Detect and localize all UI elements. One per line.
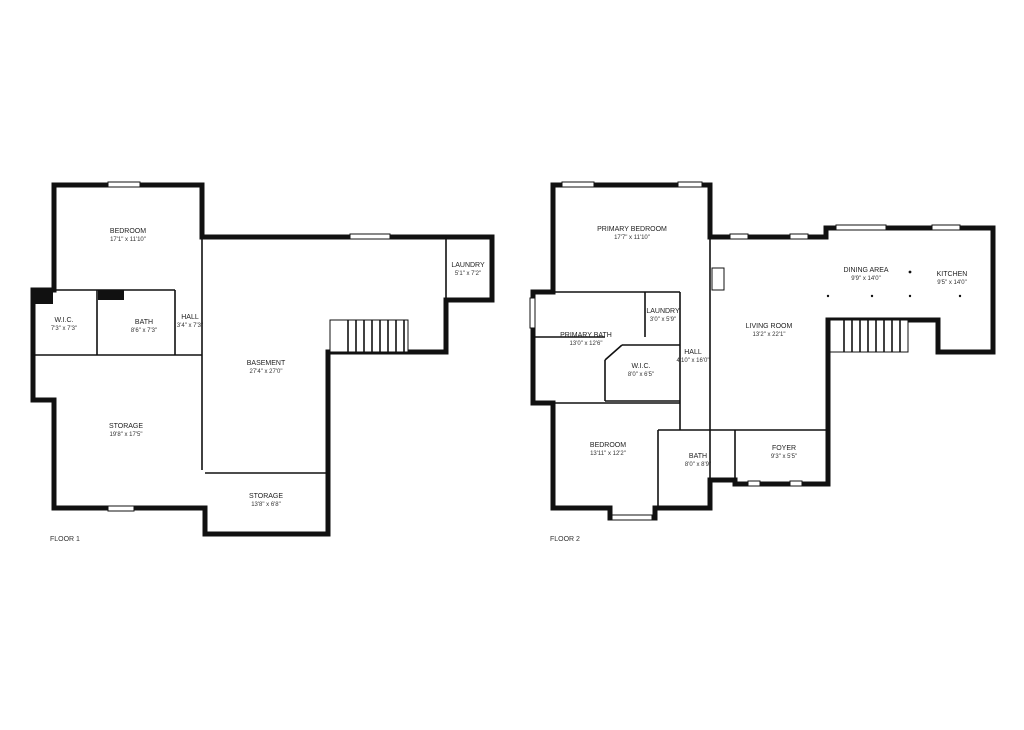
- room-name: HALL: [181, 314, 199, 321]
- window: [677, 181, 703, 188]
- room-dims: 13'0" x 12'6": [570, 341, 603, 347]
- room-name: BATH: [689, 453, 707, 460]
- room-dims: 7'3" x 7'3": [51, 326, 77, 332]
- window: [789, 233, 809, 240]
- room-dims: 13'8" x 6'8": [251, 502, 281, 508]
- window: [349, 233, 391, 240]
- window: [835, 224, 887, 231]
- room-name: BEDROOM: [110, 228, 146, 235]
- room-name: BASEMENT: [247, 360, 286, 367]
- room-name: W.I.C.: [54, 317, 73, 324]
- room-name: STORAGE: [249, 493, 283, 500]
- room-dims: 17'1" x 11'10": [110, 237, 146, 243]
- window: [107, 181, 141, 188]
- room-dims: 4'10" x 16'0": [677, 358, 710, 364]
- room-dims: 9'3" x 5'5": [771, 454, 797, 460]
- room-name: LIVING ROOM: [746, 323, 793, 330]
- room-dims: 5'1" x 7'2": [455, 271, 481, 277]
- room-dims: 3'0" x 5'9": [650, 317, 676, 323]
- room-dims: 13'2" x 22'1": [753, 332, 786, 338]
- floor-2: PRIMARY BEDROOM 17'7" x 11'10" PRIMARY B…: [529, 181, 996, 543]
- room-dims: 19'8" x 17'5": [110, 432, 143, 438]
- window: [561, 181, 595, 188]
- room-name: KITCHEN: [937, 271, 968, 278]
- floor-label: FLOOR 1: [50, 536, 80, 543]
- window: [747, 480, 761, 487]
- room-name: PRIMARY BATH: [560, 332, 612, 339]
- room-name: PRIMARY BEDROOM: [597, 226, 667, 233]
- floor-2-outer-wall: [530, 182, 996, 521]
- floor-2-stairs: [829, 319, 909, 353]
- room-name: DINING AREA: [843, 267, 888, 274]
- floor-1-stairs: [329, 319, 409, 353]
- window: [107, 505, 135, 512]
- room-dims: 9'9" x 14'0": [851, 276, 881, 282]
- window: [931, 224, 961, 231]
- floor-1-outer-wall: [30, 182, 495, 537]
- window: [611, 514, 653, 521]
- room-dims: 3'4" x 7'3": [177, 323, 203, 329]
- room-dims: 8'6" x 7'3": [131, 328, 157, 334]
- room-name: BEDROOM: [590, 442, 626, 449]
- room-name: STORAGE: [109, 423, 143, 430]
- floor-1: BEDROOM 17'1" x 11'10" W.I.C. 7'3" x 7'3…: [30, 181, 495, 543]
- floor-label: FLOOR 2: [550, 536, 580, 543]
- window: [729, 233, 749, 240]
- room-dims: 8'0" x 6'5": [628, 372, 654, 378]
- room-dims: 9'5" x 14'0": [937, 280, 967, 286]
- room-dims: 17'7" x 11'10": [614, 235, 650, 241]
- room-name: LAUNDRY: [451, 262, 485, 269]
- room-name: W.I.C.: [631, 363, 650, 370]
- room-name: HALL: [684, 349, 702, 356]
- room-name: FOYER: [772, 445, 796, 452]
- room-dims: 13'11" x 12'2": [590, 451, 626, 457]
- fireplace: [711, 267, 725, 291]
- room-dims: 8'0" x 8'9": [685, 462, 711, 468]
- window: [789, 480, 803, 487]
- room-dims: 27'4" x 27'0": [250, 369, 283, 375]
- room-name: LAUNDRY: [646, 308, 680, 315]
- window: [529, 297, 536, 329]
- room-name: BATH: [135, 319, 153, 326]
